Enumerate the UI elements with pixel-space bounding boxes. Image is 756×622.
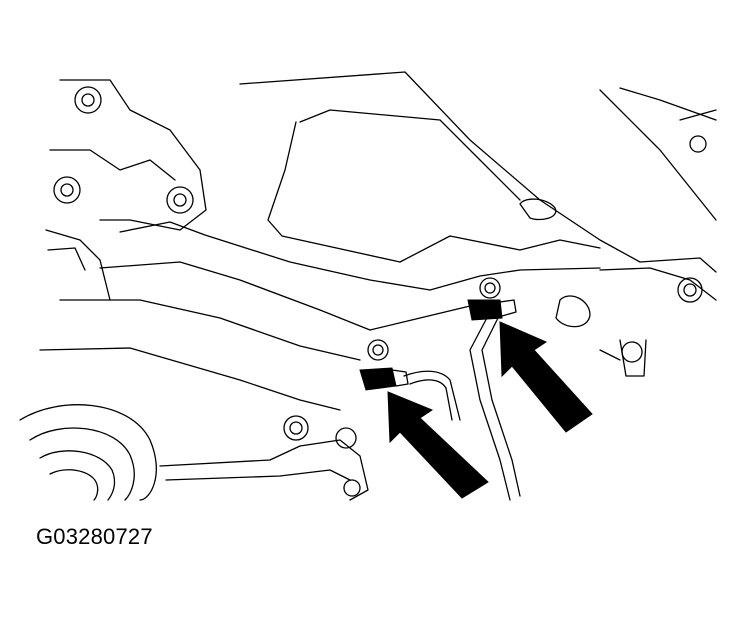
lower-bracket [159,277,501,501]
cover-panel [39,71,717,411]
connector-2 [467,299,517,321]
connector-1 [359,367,409,391]
arrow-icon [387,391,489,499]
arrow-icon [499,321,593,433]
right-bracket [555,267,717,377]
pulley [19,404,157,501]
left-bracket [45,79,207,301]
figure-id-label: G03280727 [36,524,153,549]
wiring-harness [403,311,521,501]
